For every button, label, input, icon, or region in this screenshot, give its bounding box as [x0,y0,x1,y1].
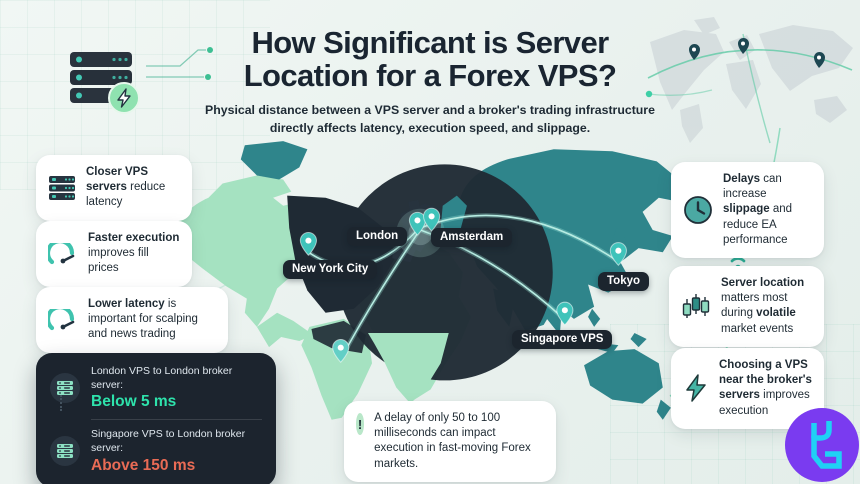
dark-globe-circle [336,164,553,381]
latency-row-london: London VPS to London broker server: Belo… [50,365,262,411]
speed-gauge-icon [48,242,78,265]
card-text: Delays can increase slippage and reduce … [723,173,793,246]
delay-callout: ! A delay of only 50 to 100 milliseconds… [344,401,556,482]
power-bolt-icon [108,82,140,114]
server-stack-icon [48,175,76,201]
world-map [160,141,679,420]
page-subtitle: Physical distance between a VPS server a… [205,102,655,135]
card-lower-latency: Lower latency is important for scalping … [36,287,228,353]
latency-arcs [306,213,619,362]
map-pin-icon [738,38,749,54]
map-label-new-york: New York City [283,260,378,279]
map-label-amsterdam: Amsterdam [431,228,513,247]
map-label-tokyo: Tokyo [598,272,650,291]
latency-value-bad: Above 150 ms [91,456,196,474]
divider [91,419,262,421]
card-text: Server location matters most during vola… [721,277,805,335]
card-server-location-volatile: Server location matters most during vola… [669,266,824,347]
page-title: How Significant is Server Location for a… [243,25,617,94]
map-label-london: London [347,227,408,246]
dotted-connector [60,395,62,411]
map-pin-icon [689,44,700,60]
latency-comparison-panel: London VPS to London broker server: Belo… [36,353,276,484]
card-choose-vps-near-broker: Choosing a VPS near the broker's servers… [671,348,824,429]
latency-arc [647,49,853,79]
latency-value-good: Below 5 ms [91,393,177,411]
map-label-singapore: Singapore VPS [512,330,613,349]
pin-brazil-icon [332,339,350,363]
circuit-lines [146,47,213,80]
callout-text: A delay of only 50 to 100 milliseconds c… [374,412,531,470]
pin-new-york-icon [299,232,317,256]
card-delays-slippage: Delays can increase slippage and reduce … [671,162,824,258]
server-stack-illustration [70,52,140,114]
map-pin-icon [814,52,825,68]
pin-singapore-icon [556,301,574,326]
latency-label: Singapore VPS to London broker server: [91,428,246,454]
clock-icon [683,195,713,225]
location-pins [299,207,627,363]
pin-tokyo-icon [609,242,627,267]
alert-icon: ! [356,413,365,435]
lightning-bolt-icon [683,373,709,403]
card-text: Faster execution improves fill prices [88,232,180,275]
header: How Significant is Server Location for a… [0,26,860,138]
card-closer-servers: Closer VPS servers reduce latency [36,155,192,221]
latency-label: London VPS to London broker server: [91,365,233,391]
pin-amsterdam-icon [423,207,441,232]
speed-gauge-icon [48,308,78,331]
card-text: Lower latency is important for scalping … [88,298,198,341]
brand-logo[interactable] [784,407,860,483]
mini-world-map [645,17,853,144]
candlestick-chart-icon [681,291,711,321]
card-text: Closer VPS servers reduce latency [86,166,166,209]
card-text: Choosing a VPS near the broker's servers… [719,359,812,417]
card-faster-execution: Faster execution improves fill prices [36,221,192,287]
server-icon [50,436,80,467]
latency-row-singapore: Singapore VPS to London broker server: A… [50,428,262,474]
server-icon [50,373,80,404]
pin-london-icon [408,211,427,236]
